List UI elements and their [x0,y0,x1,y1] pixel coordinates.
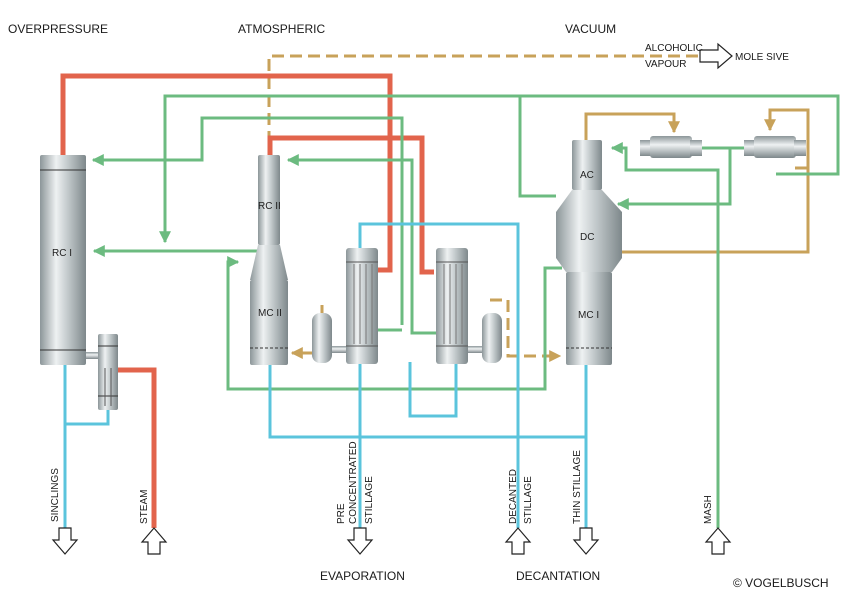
mole-sive-arrow [699,42,733,70]
stream-label-stillage-evap: STILLAGE [364,476,375,524]
green-line-rc1-mid [92,245,278,262]
stream-label-thin-stillage: THIN STILLAGE [572,450,583,524]
section-atmospheric: ATMOSPHERIC [238,22,325,36]
steam-line-rc1 [60,73,393,273]
vessel-label-rc1: RC I [52,248,72,259]
blue-lines [63,222,588,528]
blue-line-evap-loop [358,222,520,528]
vessel-label-ac: AC [580,170,594,181]
sinclings-arrow [51,527,79,555]
vessel-label-rc2: RC II [258,201,281,212]
green-line-top-loop [159,94,840,244]
rc2-mc2-column [250,155,288,365]
green-line-rc2-top [286,154,440,335]
condenser-left [640,136,702,158]
vessel-label-mc1: MC I [578,310,599,321]
separator-right [466,313,502,363]
alcoholic-vapour-label-line2: VAPOUR [645,59,687,70]
section-decantation: DECANTATION [516,569,600,583]
section-evaporation: EVAPORATION [320,569,405,583]
vessel-label-dc: DC [580,232,594,243]
alcoholic-vapour-line [267,54,700,233]
evaporator-right [436,248,468,364]
green-line-ac-feed [610,142,720,528]
vapour-line-ac-top [584,112,680,140]
stream-label-steam: STEAM [139,490,150,524]
steam-lines [60,73,434,528]
separator-left [312,313,348,363]
stream-label-sinclings: SINCLINGS [50,468,61,522]
vapour-line-dc-condensers [622,166,810,254]
rc1-column [40,155,86,365]
pre-concentrated-stillage-arrow [346,527,374,555]
stream-label-concentrated: CONCENTRATED [348,441,359,524]
mole-sive-label: MOLE SIVE [735,52,789,63]
green-line-bottom-loop [226,256,562,391]
section-vacuum: VACUUM [565,22,616,36]
stream-label-decanted: DECANTED [508,469,519,524]
blue-line-stripper [65,410,110,426]
evaporator-left [346,248,378,364]
stream-label-stillage-dec: STILLAGE [523,476,534,524]
vessel-label-mc2: MC II [258,308,282,319]
blue-line-evap-bottom [408,362,458,418]
vapour-line-condenser-loop [764,108,810,168]
stream-label-mash: MASH [703,495,714,524]
decanted-stillage-arrow [504,527,532,555]
green-line-ac-loop [518,96,556,198]
ac-dc-mc1-column [556,140,622,365]
blue-line-bottom-header [268,365,586,439]
stream-label-pre: PRE [336,503,347,524]
stripper-column [86,334,118,410]
copyright: © VOGELBUSCH [733,576,829,590]
section-overpressure: OVERPRESSURE [8,22,108,36]
thin-stillage-arrow [572,527,600,555]
alcoholic-vapour-label-line1: ALCOHOLIC [645,43,703,54]
steam-arrow [140,527,168,555]
steam-feed-line [118,367,157,528]
vapour-line-right-mc1 [490,298,562,362]
green-line-rc1-top [91,116,404,325]
mash-arrow [704,527,732,555]
steam-line-rc2 [267,135,434,275]
condenser-right [744,136,806,158]
hollow-arrows [51,42,733,555]
